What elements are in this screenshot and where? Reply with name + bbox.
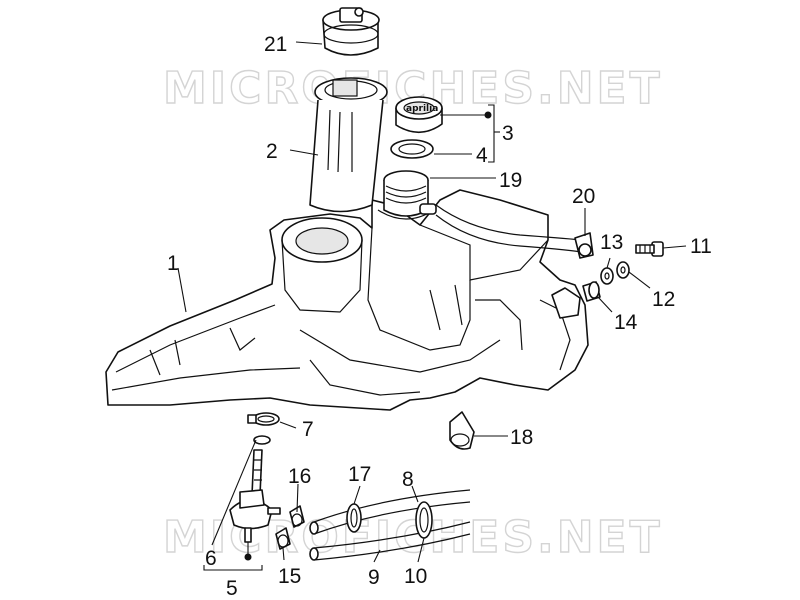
callout-20: 20	[572, 185, 595, 208]
washer-13	[600, 267, 614, 285]
callout-21: 21	[264, 33, 287, 56]
breather-hose	[435, 204, 583, 253]
callout-2: 2	[266, 140, 278, 163]
clamp-10	[415, 501, 433, 539]
callout-16: 16	[288, 465, 311, 488]
callout-8: 8	[402, 468, 414, 491]
callout-labels: 21 2 3 4 19 20 13 11 12 14 1 7 18 16 17 …	[167, 33, 712, 600]
clamp-7	[247, 412, 280, 426]
bolt-11	[635, 241, 664, 257]
callout-3: 3	[502, 122, 514, 145]
clamp-17	[346, 503, 362, 533]
callout-12: 12	[652, 288, 675, 311]
callout-19: 19	[499, 169, 522, 192]
fuel-cap	[322, 7, 380, 56]
callout-18: 18	[510, 426, 533, 449]
leader-lines	[177, 41, 687, 571]
filler-tube	[309, 77, 388, 213]
callout-14: 14	[614, 311, 638, 334]
gasket-ring	[390, 139, 434, 159]
rubber-spacer-14	[582, 281, 601, 302]
tank-cap: aprilia	[395, 96, 443, 134]
fuel-tank	[105, 170, 589, 411]
clamp-16	[289, 505, 305, 528]
fuel-valve	[229, 435, 281, 543]
callout-10: 10	[404, 565, 427, 588]
callout-1: 1	[167, 252, 179, 275]
cap-logo: aprilia	[406, 104, 438, 114]
callout-4: 4	[476, 144, 488, 167]
callout-11: 11	[690, 235, 712, 258]
callout-13: 13	[600, 231, 623, 254]
hose-clamp-20	[574, 232, 594, 259]
callout-5: 5	[226, 577, 238, 600]
washer-12	[616, 261, 630, 279]
clamp-15	[275, 527, 291, 550]
callout-9: 9	[368, 566, 380, 589]
callout-6: 6	[205, 547, 217, 570]
callout-15: 15	[278, 565, 301, 588]
callout-7: 7	[302, 418, 314, 441]
fuel-hose-8	[309, 489, 471, 535]
fuel-hose-9	[309, 521, 471, 561]
clamp-18	[449, 411, 475, 450]
callout-17: 17	[348, 463, 371, 486]
